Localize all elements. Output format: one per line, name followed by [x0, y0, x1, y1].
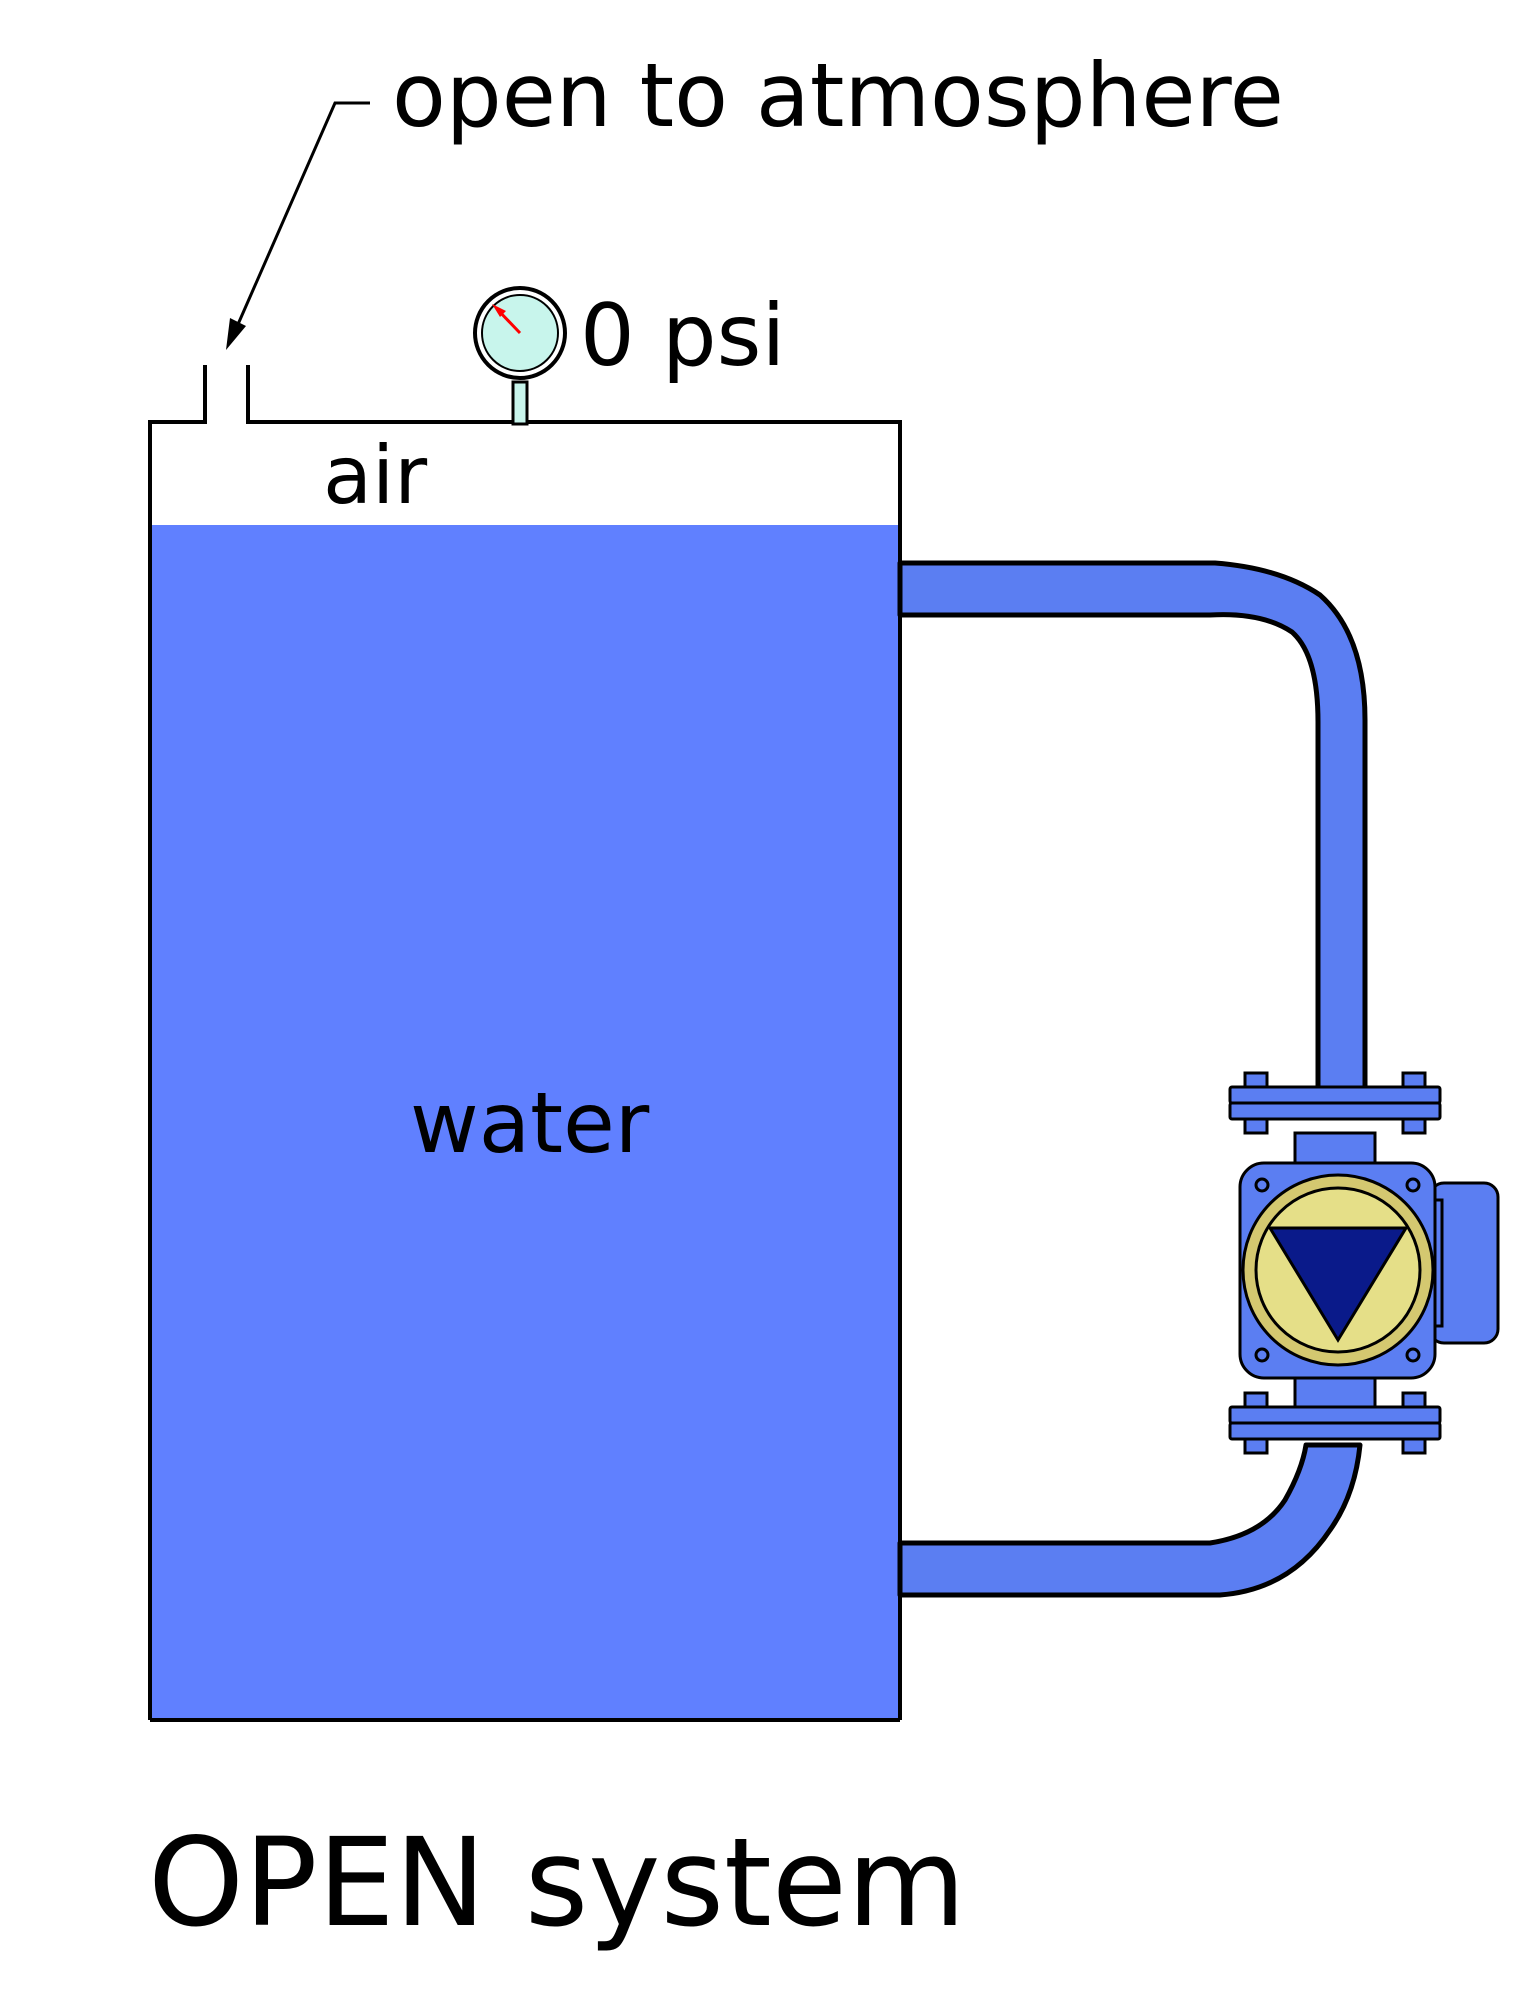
pressure-gauge-icon	[473, 286, 567, 426]
water-fill	[150, 525, 900, 1720]
diagram-title: OPEN system	[148, 1812, 966, 1954]
pipe-loop	[897, 560, 1368, 1598]
meter-triangle	[1267, 1226, 1409, 1343]
air-label: air	[323, 429, 427, 522]
water-label: water	[410, 1074, 650, 1172]
gauge-reading-label: 0 psi	[580, 286, 785, 386]
pipe-lower	[897, 1442, 1363, 1598]
leader-arrow	[226, 101, 370, 350]
vent-label: open to atmosphere	[392, 44, 1284, 147]
flowmeter-icon	[1228, 1071, 1500, 1455]
pipe-outer	[897, 560, 1368, 1093]
